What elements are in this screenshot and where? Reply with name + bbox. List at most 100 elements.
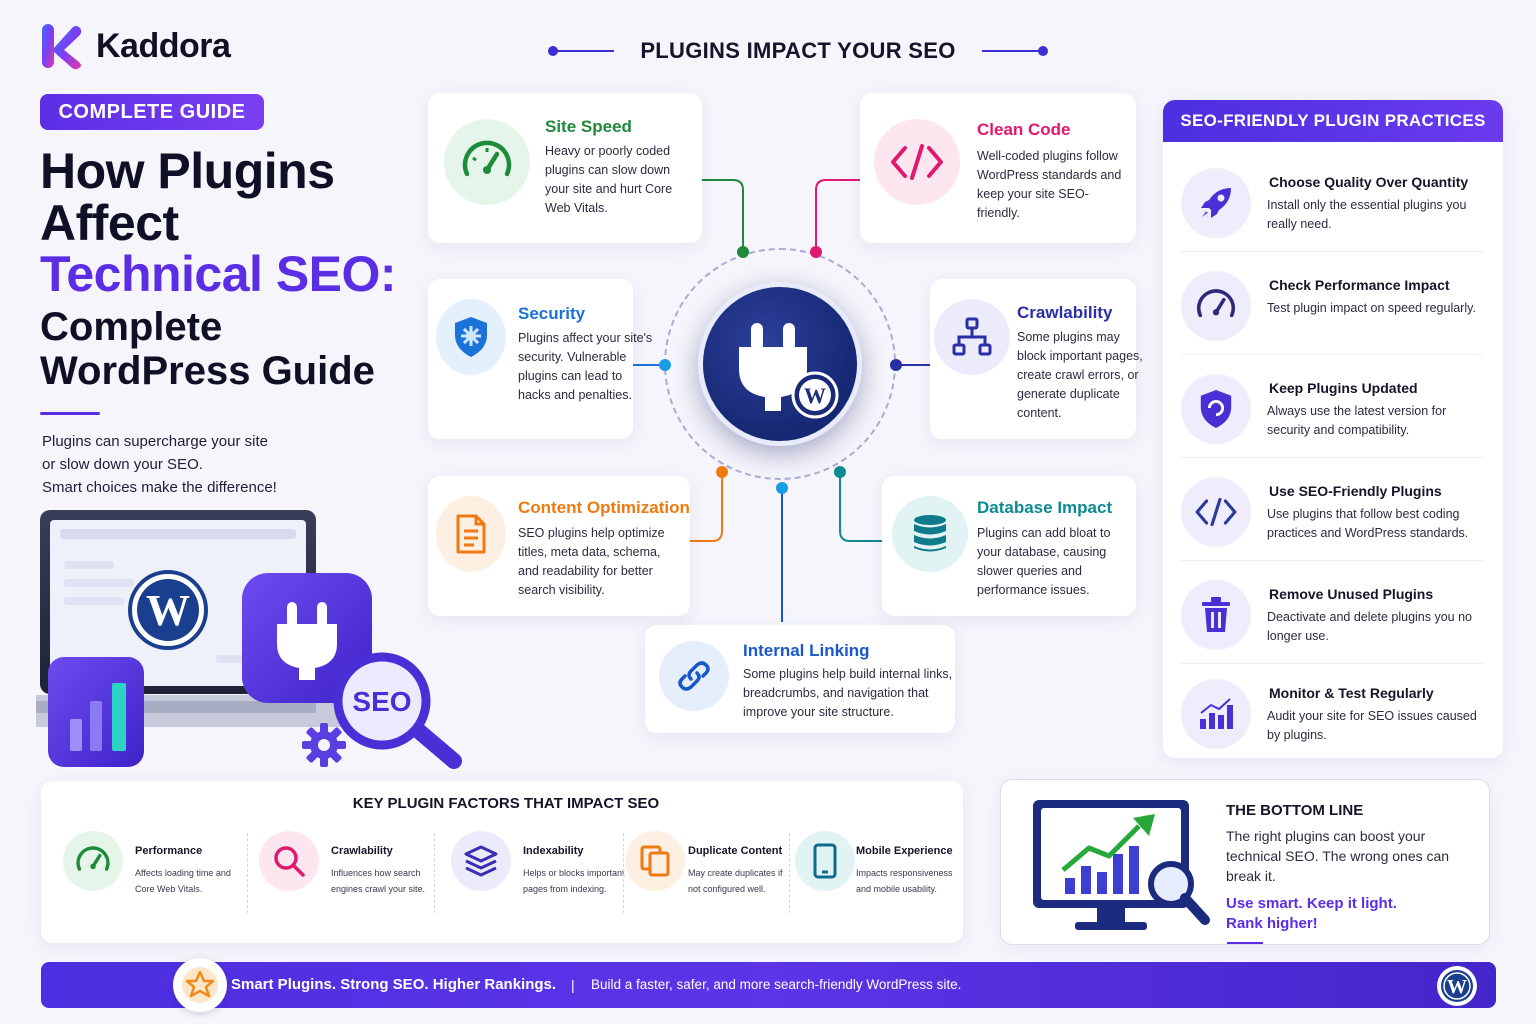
factor-desc: Impacts responsiveness and mobile usabil…	[856, 868, 953, 894]
code-icon	[874, 119, 960, 205]
title-divider	[40, 412, 100, 415]
practice-item: Choose Quality Over Quantity Install onl…	[1181, 150, 1483, 252]
factor-item: Mobile Experience Impacts responsiveness…	[773, 827, 963, 927]
card-desc: SEO plugins help optimize titles, meta d…	[518, 526, 665, 597]
plugins-impact-heading: PLUGINS IMPACT YOUR SEO	[640, 38, 956, 63]
connector-dot-linking	[776, 482, 788, 494]
card-site-speed: Site Speed Heavy or poorly coded plugins…	[428, 93, 702, 243]
footer-subtext: Build a faster, safer, and more search-f…	[591, 977, 962, 992]
title-line-3: Technical SEO:	[40, 246, 397, 302]
connector-dot-content	[716, 466, 728, 478]
svg-text:W: W	[1447, 976, 1467, 998]
connector-dot-database	[834, 466, 846, 478]
section-heading: PLUGINS IMPACT YOUR SEO	[548, 36, 1048, 66]
monitor-growth-icon	[1033, 800, 1210, 930]
practice-desc: Deactivate and delete plugins you no lon…	[1267, 610, 1473, 643]
practice-desc: Always use the latest version for securi…	[1267, 404, 1447, 437]
wordpress-logo-icon: W	[1437, 966, 1477, 1006]
mobile-icon	[795, 831, 855, 891]
hero-desc-line-2: or slow down your SEO.	[42, 456, 203, 473]
card-desc: Plugins can add bloat to your database, …	[977, 526, 1111, 597]
practice-item: Remove Unused Plugins Deactivate and del…	[1181, 562, 1483, 664]
card-desc: Some plugins help build internal links, …	[743, 667, 953, 719]
practice-item: Keep Plugins Updated Always use the late…	[1181, 356, 1483, 458]
card-title: Security	[518, 304, 586, 323]
bottom-line-desc: The right plugins can boost your technic…	[1226, 828, 1450, 884]
bar-chart-block-icon	[48, 657, 144, 767]
card-title: Internal Linking	[743, 641, 870, 660]
practice-title: Choose Quality Over Quantity	[1269, 174, 1469, 190]
trash-icon	[1181, 580, 1251, 650]
practice-desc: Audit your site for SEO issues caused by…	[1267, 709, 1477, 742]
factor-title: Indexability	[523, 845, 584, 857]
footer-separator: |	[571, 977, 575, 993]
hero-illustration: W SEO	[36, 510, 462, 769]
link-icon	[659, 641, 729, 711]
card-title: Content Optimization	[518, 498, 690, 517]
card-database-impact: Database Impact Plugins can add bloat to…	[882, 476, 1136, 616]
factor-desc: Affects loading time and Core Web Vitals…	[135, 868, 231, 894]
practices-heading: SEO-FRIENDLY PLUGIN PRACTICES	[1163, 100, 1503, 142]
factor-desc: May create duplicates if not configured …	[688, 868, 783, 894]
factor-title: Duplicate Content	[688, 845, 783, 857]
card-clean-code: Clean Code Well-coded plugins follow Wor…	[860, 93, 1136, 243]
connector-dot-speed	[737, 246, 749, 258]
card-internal-linking: Internal Linking Some plugins help build…	[645, 625, 955, 733]
svg-text:W: W	[804, 383, 826, 408]
copy-icon	[625, 831, 685, 891]
speedometer-icon	[1181, 271, 1251, 341]
card-desc: Well-coded plugins follow WordPress stan…	[977, 149, 1122, 220]
connector-dot-crawl	[890, 359, 902, 371]
page-title: How Plugins Affect Technical SEO: Comple…	[40, 143, 420, 392]
title-line-4: Complete	[40, 304, 223, 349]
brand[interactable]: Kaddora	[40, 22, 231, 70]
star-badge-icon	[173, 958, 227, 1012]
practice-desc: Test plugin impact on speed regularly.	[1267, 301, 1476, 315]
card-desc: Heavy or poorly coded plugins can slow d…	[545, 144, 673, 215]
connector-dot-code	[810, 246, 822, 258]
factors-heading: KEY PLUGIN FACTORS THAT IMPACT SEO	[352, 795, 660, 812]
card-desc: Plugins affect your site's security. Vul…	[518, 331, 653, 402]
rocket-icon	[1181, 168, 1251, 238]
kaddora-logo-icon	[42, 24, 82, 70]
bar-chart-icon	[1181, 679, 1251, 749]
factor-title: Performance	[135, 845, 203, 857]
factor-desc: Helps or blocks important pages from ind…	[523, 868, 625, 894]
magnifier-icon	[259, 831, 319, 891]
practices-panel: SEO-FRIENDLY PLUGIN PRACTICES Choose Qua…	[1163, 100, 1503, 758]
factor-item: Duplicate Content May create duplicates …	[603, 827, 793, 927]
key-factors-panel: KEY PLUGIN FACTORS THAT IMPACT SEO Perfo…	[41, 781, 963, 943]
code-icon	[1181, 477, 1251, 547]
plugin-hub: W	[698, 282, 862, 446]
card-desc: Some plugins may block important pages, …	[1017, 330, 1143, 420]
hero-desc-line-3: Smart choices make the difference!	[42, 479, 277, 496]
hero-desc-line-1: Plugins can supercharge your site	[42, 433, 268, 450]
cta-line-2: Rank higher!	[1226, 915, 1318, 932]
card-content-optimization: Content Optimization SEO plugins help op…	[428, 476, 690, 616]
document-icon	[436, 496, 506, 572]
card-title: Clean Code	[977, 120, 1071, 139]
factor-separator	[434, 833, 435, 913]
database-icon	[892, 496, 968, 572]
shield-icon	[436, 299, 506, 375]
factor-separator	[789, 833, 790, 913]
practice-item: Check Performance Impact Test plugin imp…	[1181, 253, 1483, 355]
card-title: Database Impact	[977, 498, 1113, 517]
heading-line-right	[981, 46, 1048, 56]
hero-description: Plugins can supercharge your site or slo…	[42, 430, 342, 499]
heading-line-left	[548, 46, 615, 56]
bottom-line-divider	[1227, 942, 1263, 944]
card-crawlability: Crawlability Some plugins may block impo…	[930, 279, 1143, 439]
factor-item: Crawlability Influences how search engin…	[237, 827, 437, 927]
footer-tagline: Smart Plugins. Strong SEO. Higher Rankin…	[231, 976, 557, 993]
shield-refresh-icon	[1181, 374, 1251, 444]
factor-title: Crawlability	[331, 845, 393, 857]
practice-item: Monitor & Test Regularly Audit your site…	[1181, 661, 1483, 758]
speedometer-icon	[444, 119, 530, 205]
card-security: Security Plugins affect your site's secu…	[428, 279, 652, 439]
title-line-1: How Plugins	[40, 143, 335, 199]
practice-desc: Install only the essential plugins you r…	[1267, 198, 1467, 231]
card-title: Site Speed	[545, 117, 632, 136]
sitemap-icon	[934, 299, 1010, 375]
bottom-line-panel: THE BOTTOM LINE The right plugins can bo…	[1000, 779, 1490, 945]
